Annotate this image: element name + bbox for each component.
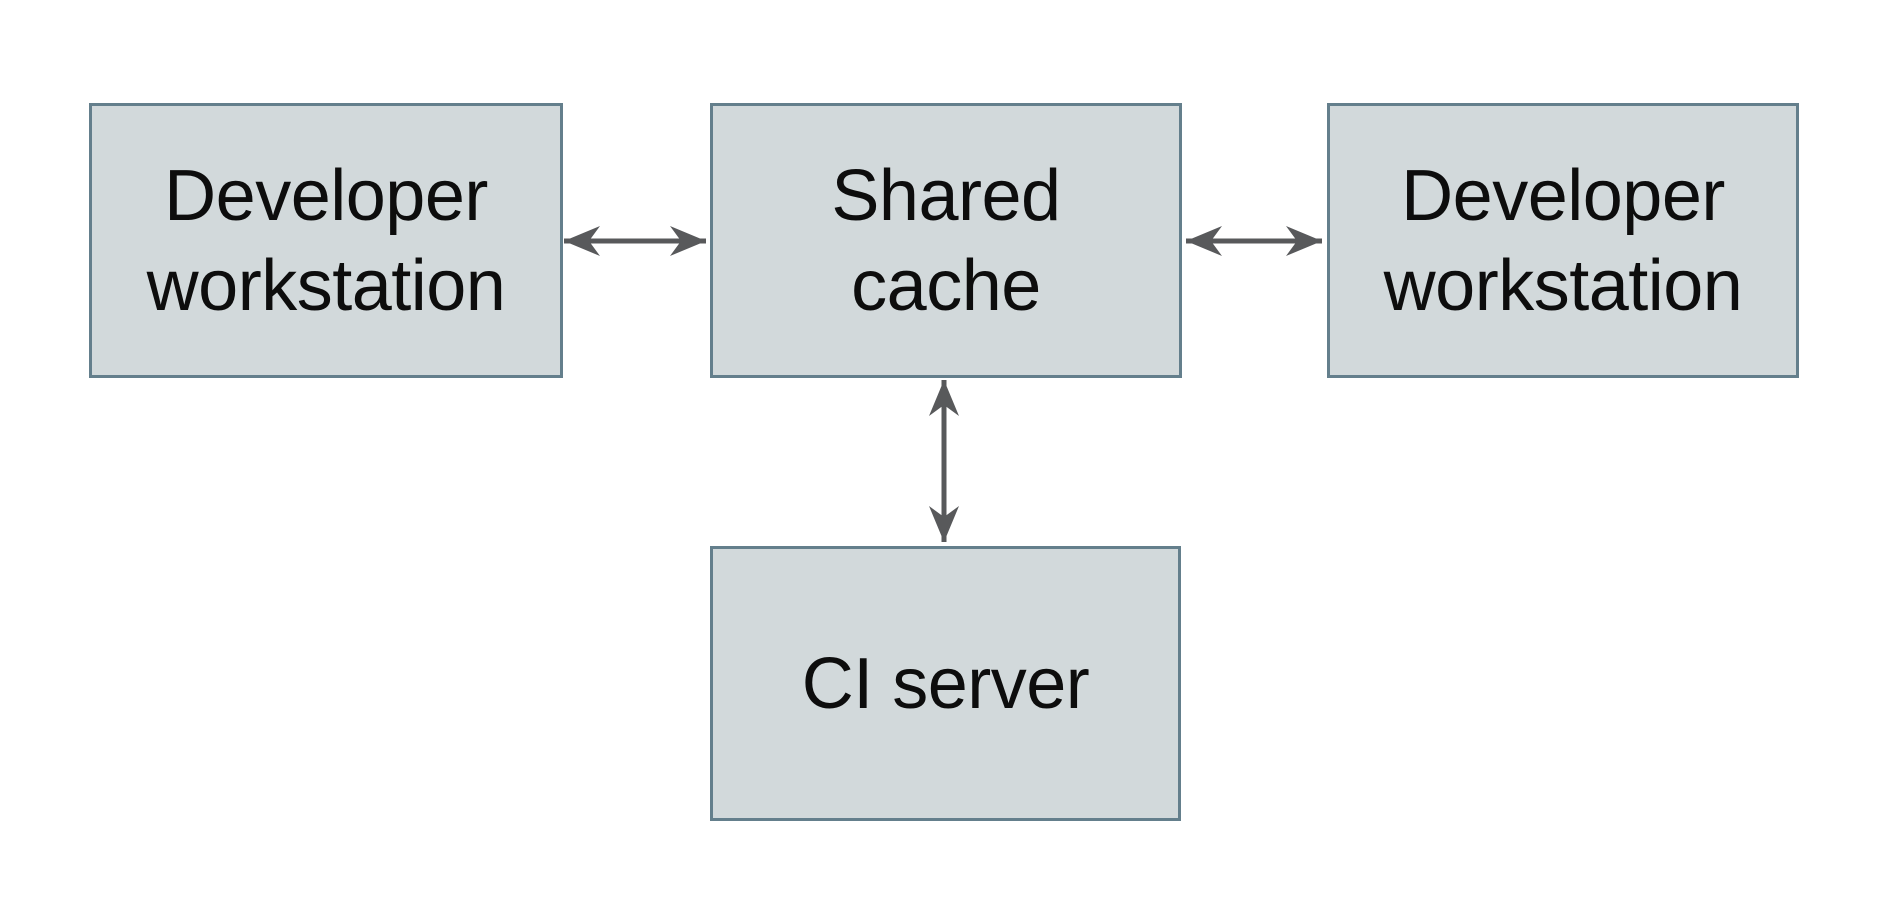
node-developer-workstation-right: Developer workstation bbox=[1327, 103, 1799, 378]
node-developer-workstation-left: Developer workstation bbox=[89, 103, 563, 378]
node-label-line: Developer bbox=[164, 155, 488, 236]
node-label-line: Developer bbox=[1401, 155, 1725, 236]
node-ci-server: CI server bbox=[710, 546, 1181, 821]
node-label-line: cache bbox=[851, 245, 1041, 326]
node-label-line: CI server bbox=[801, 643, 1090, 724]
node-label: Shared cache bbox=[831, 151, 1061, 331]
node-label-line: workstation bbox=[146, 245, 506, 326]
node-shared-cache: Shared cache bbox=[710, 103, 1182, 378]
node-label-line: workstation bbox=[1383, 245, 1743, 326]
node-label: Developer workstation bbox=[1384, 151, 1743, 331]
node-label: CI server bbox=[802, 639, 1090, 729]
node-label: Developer workstation bbox=[147, 151, 506, 331]
node-label-line: Shared bbox=[831, 155, 1061, 236]
